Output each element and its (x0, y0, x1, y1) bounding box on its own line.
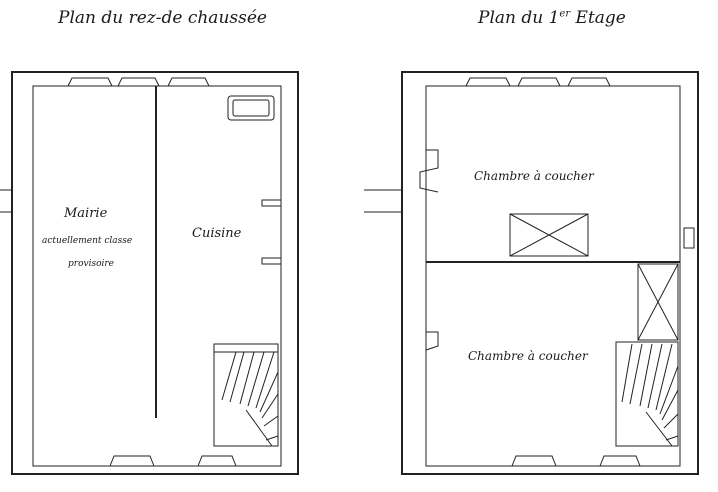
first-outer-wall (401, 71, 699, 475)
first-fireplace-top (419, 149, 439, 193)
first-top-window-2 (517, 77, 561, 87)
ground-right-notch-2 (261, 257, 281, 265)
ground-stair-step (239, 351, 255, 405)
first-floor-title-tail: Etage (570, 8, 626, 28)
first-top-window-3 (567, 77, 611, 87)
ground-stair-step (255, 351, 275, 409)
room-label-mairie-note-2: provisoire (68, 259, 114, 269)
first-bottom-window-2 (599, 455, 641, 467)
first-top-window-1 (465, 77, 511, 87)
ground-stair-outline (213, 343, 279, 447)
first-stair-step (661, 389, 679, 421)
ground-right-notch-1 (261, 199, 281, 207)
first-floor-title-sup: er (559, 8, 571, 20)
ground-bottom-window-2 (197, 455, 237, 467)
first-stair-step (629, 343, 643, 405)
ground-stair-step (229, 351, 245, 403)
first-floor-plan (364, 71, 699, 475)
first-stair-step (655, 343, 673, 411)
room-label-chambre-bottom: Chambre à coucher (468, 349, 588, 363)
ground-stair-step (221, 351, 237, 401)
ground-stair-step (265, 435, 279, 441)
first-stair-outline (615, 341, 679, 447)
first-stair-step (659, 365, 679, 415)
kitchen-sink-basin (232, 99, 270, 117)
ground-floor-plan (0, 71, 299, 475)
first-stair-step (621, 343, 633, 403)
ground-stair-rail (245, 409, 273, 447)
first-staircase (615, 341, 679, 447)
first-stair-step (647, 343, 663, 409)
ground-top-window-1 (67, 77, 113, 87)
room-label-mairie-note-1: actuellement classe (42, 236, 133, 246)
first-stair-step (663, 413, 679, 429)
room-label-mairie: Mairie (64, 206, 108, 221)
kitchen-sink (227, 95, 275, 121)
room-label-chambre-top: Chambre à coucher (474, 169, 594, 183)
first-stair-step (665, 435, 679, 441)
first-floor-title: Plan du 1er Etage (478, 8, 626, 28)
first-bottom-window-1 (511, 455, 557, 467)
ground-bottom-window-1 (109, 455, 155, 467)
ground-stair-step (261, 393, 279, 419)
ground-top-window-3 (167, 77, 210, 87)
ground-staircase (213, 343, 279, 447)
first-shaft-diagonal (637, 263, 679, 341)
ground-outer-wall (11, 71, 299, 475)
ground-stair-step (247, 351, 265, 407)
ground-stair-step (263, 415, 279, 427)
first-fireplace-bottom (425, 331, 439, 351)
ground-top-window-2 (117, 77, 160, 87)
first-chimney-diagonal (509, 213, 589, 257)
first-inner-wall (425, 85, 681, 467)
first-stair-rail (645, 411, 673, 447)
ground-floor-title-text: Plan du rez-de chaussée (58, 8, 267, 28)
first-floor-title-text: Plan du 1 (478, 8, 560, 28)
first-stair-step (639, 343, 653, 407)
room-label-cuisine: Cuisine (192, 226, 242, 241)
ground-stair-step (259, 371, 279, 413)
first-right-window (683, 227, 695, 249)
ground-floor-title: Plan du rez-de chaussée (58, 8, 267, 28)
